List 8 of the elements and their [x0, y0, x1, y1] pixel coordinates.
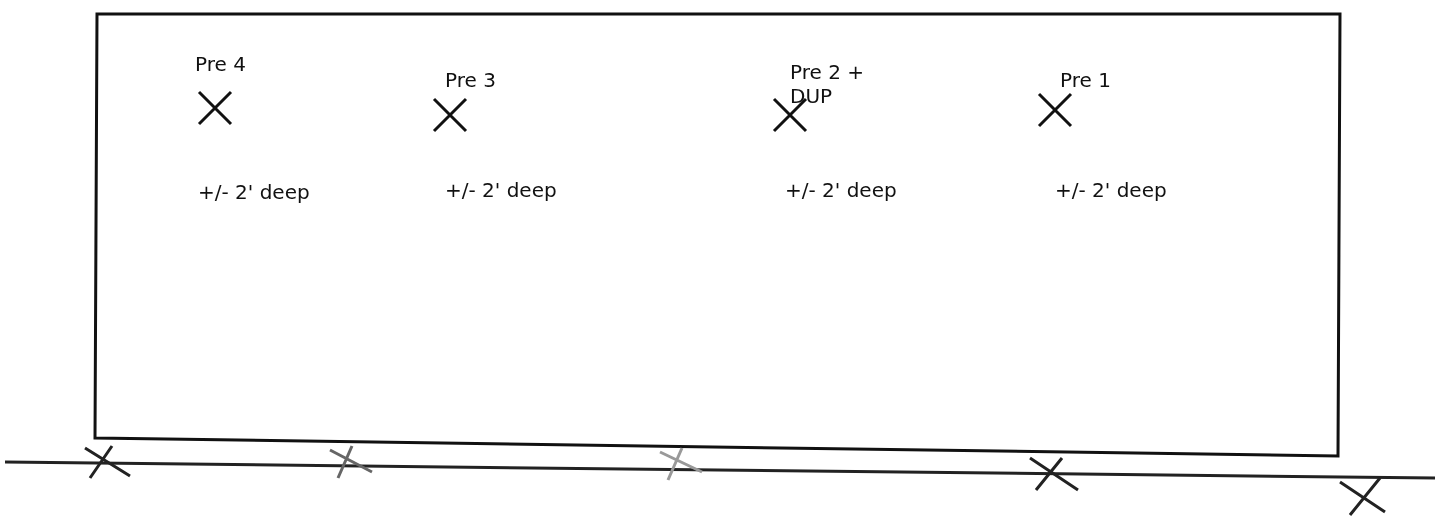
depth-note: +/- 2' deep — [1055, 178, 1167, 202]
sample-label: Pre 4 — [195, 52, 246, 76]
sample-label: Pre 1 — [1060, 68, 1111, 92]
sample-label: Pre 3 — [445, 68, 496, 92]
depth-note: +/- 2' deep — [445, 178, 557, 202]
sample-label: Pre 2 + DUP — [790, 60, 865, 108]
depth-note: +/- 2' deep — [198, 180, 310, 204]
depth-note: +/- 2' deep — [785, 178, 897, 202]
